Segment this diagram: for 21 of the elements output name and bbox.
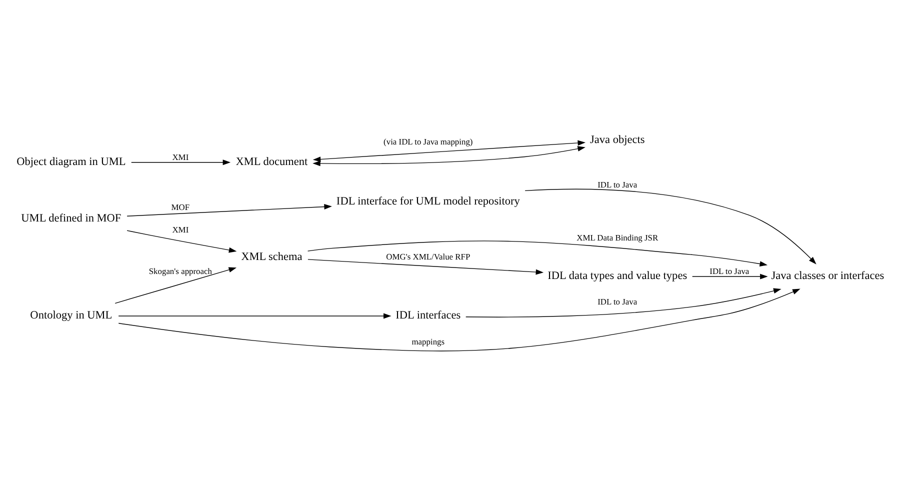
node-text: Java objects: [590, 134, 645, 146]
node-text: IDL interfaces: [396, 310, 461, 322]
node-text: IDL data types and value types: [548, 270, 688, 282]
edge-label: IDL to Java: [598, 179, 638, 190]
node-text: IDL interface for UML model repository: [336, 195, 520, 208]
node-text: UML defined in MOF: [21, 212, 122, 224]
node-text: XML schema: [241, 251, 302, 264]
node-text: Java classes or interfaces: [771, 270, 884, 282]
edge-label: IDL to Java: [598, 296, 638, 306]
node-text: Ontology in UML: [30, 310, 112, 322]
edge-label: mappings: [412, 336, 445, 347]
edge-label: XMI: [172, 152, 189, 162]
edge-label: IDL to Java: [710, 266, 750, 276]
node-text: Object diagram in UML: [16, 156, 126, 168]
edge-label: (via IDL to Java mapping): [384, 136, 473, 146]
edge-label: MOF: [171, 202, 190, 212]
edge-label: OMG's XML/Value RFP: [386, 251, 470, 262]
edge-label: XMI: [172, 224, 189, 235]
edge-label: Skogan's approach: [148, 266, 212, 276]
edge-label: XML Data Binding JSR: [576, 232, 658, 242]
node-text: XML document: [236, 156, 308, 168]
